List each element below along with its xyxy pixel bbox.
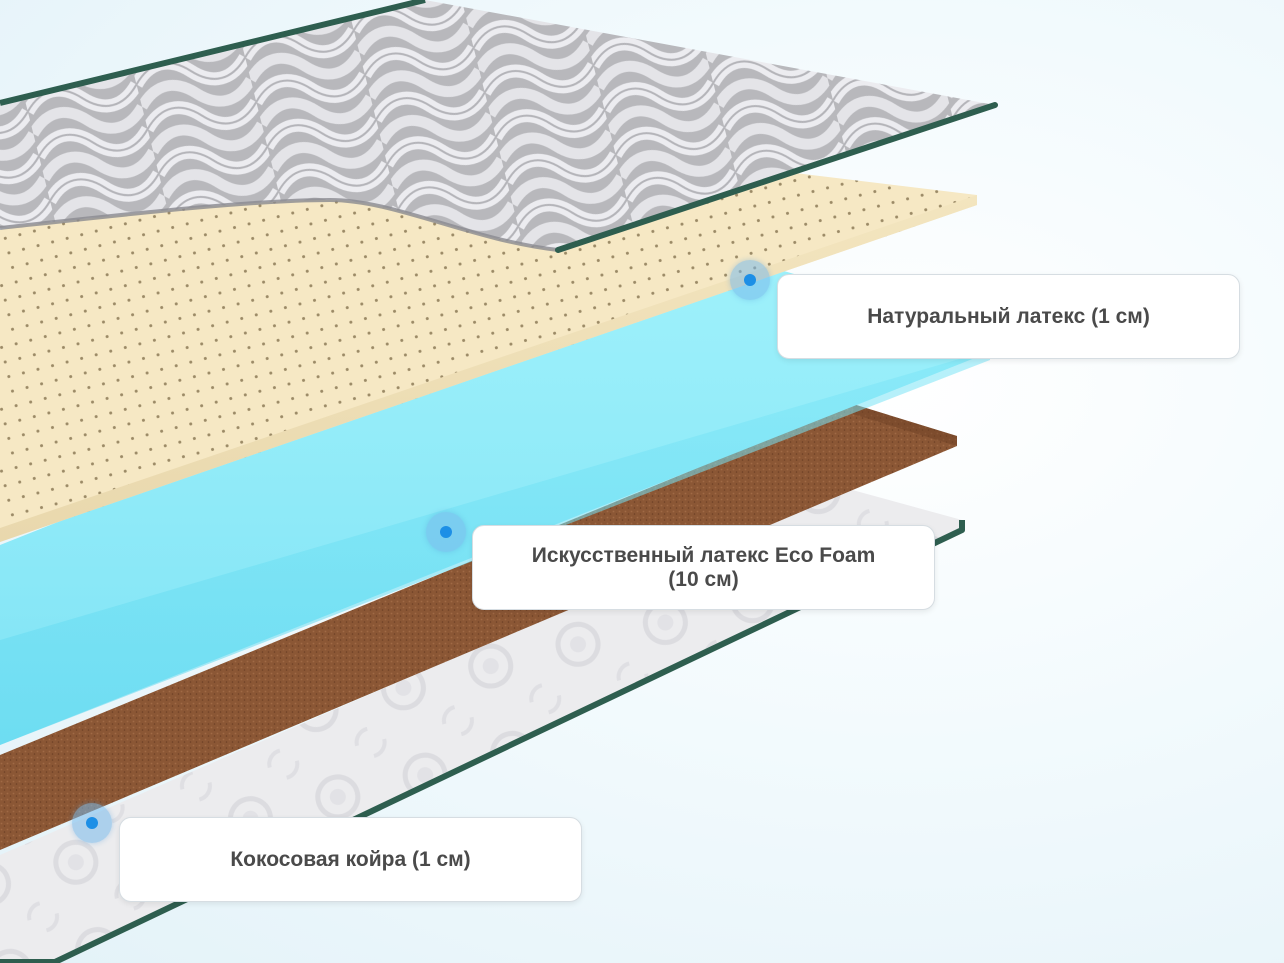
quilted-top-cover — [0, 0, 998, 253]
coconut-coir-callout: Кокосовая койра (1 см) — [119, 817, 582, 902]
eco-foam-callout: Искусственный латекс Eco Foam (10 см) — [472, 525, 935, 610]
coconut-coir-label: Кокосовая койра (1 см) — [230, 847, 471, 871]
coconut-coir-layer — [0, 404, 957, 850]
natural-latex-label: Натуральный латекс (1 см) — [867, 304, 1150, 328]
natural-latex-callout: Натуральный латекс (1 см) — [777, 274, 1240, 359]
natural-latex-marker[interactable] — [730, 260, 770, 300]
eco-foam-marker[interactable] — [426, 512, 466, 552]
coconut-coir-marker[interactable] — [72, 803, 112, 843]
eco-foam-label-line2: (10 см) — [668, 567, 739, 591]
eco-foam-label-line1: Искусственный латекс Eco Foam — [531, 543, 876, 567]
